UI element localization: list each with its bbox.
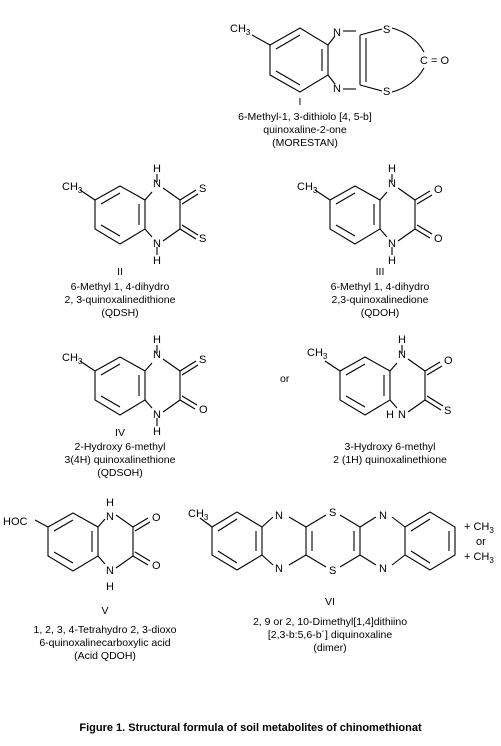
numeral-iii: III (375, 266, 385, 278)
atom-n-iii-bottom: N (388, 238, 396, 250)
atom-o-iii-top: O (434, 184, 443, 196)
caption-i: 6-Methyl-1, 3-dithiolo [4, 5-b] quinoxal… (225, 111, 385, 150)
atom-h-ii-bottom: H (153, 255, 161, 267)
numeral-vi: VI (325, 596, 335, 608)
atom-s-i-top: S (383, 24, 390, 36)
caption-line: 2, 3-quinoxalinedithione (64, 294, 176, 306)
caption-line: (dimer) (313, 642, 347, 654)
atom-o-v-top: O (152, 512, 161, 524)
atom-n-vi-2: N (275, 563, 283, 575)
caption-line: 6-Methyl-1, 3-dithiolo [4, 5-b] (238, 111, 372, 123)
caption-line: quinoxaline-2-one (263, 124, 347, 136)
caption-line: 2,3-quinoxalinedione (331, 294, 429, 306)
numeral-i: I (298, 96, 302, 108)
caption-line: 6-Methyl 1, 4-dihydro (330, 281, 430, 293)
atom-ch3-iv: CH3 (62, 352, 83, 366)
caption-line: [2,3-b:5,6-b´] diquinoxaline (267, 629, 393, 641)
atom-h-ivb-bottom: H (386, 409, 394, 421)
atom-o-ivb: O (444, 355, 453, 367)
structure-hydroxy-quinoxalinethione (324, 345, 444, 416)
atom-o-v-bottom: O (152, 560, 161, 572)
caption-iii: 6-Methyl 1, 4-dihydro 2,3-quinoxalinedio… (305, 281, 455, 320)
atom-n-ii-bottom: N (153, 238, 161, 250)
or-connector: or (280, 373, 290, 385)
atom-ch3-i: CH3 (230, 23, 251, 37)
atom-n-ivb-top: N (398, 349, 406, 361)
structure-qdoh (314, 174, 433, 255)
atom-n-v-top: N (106, 511, 114, 523)
caption-vi: 2, 9 or 2, 10-Dimethyl[1,4]dithiino [2,3… (240, 616, 420, 655)
atom-s-ii-top: S (199, 183, 206, 195)
caption-line: 1, 2, 3, 4-Tetrahydro 2, 3-dioxo (33, 624, 177, 636)
atom-h-iii-top: H (388, 163, 396, 175)
caption-iv: 2-Hydroxy 6-methyl 3(4H) quinoxalinethio… (45, 441, 195, 480)
atom-ch3-ivb: CH3 (307, 347, 328, 361)
dimer-plus-ch3-top: + CH3 (464, 521, 494, 535)
caption-line: 2 (1H) quinoxalinethione (333, 454, 447, 466)
caption-line: (Acid QDOH) (74, 650, 136, 662)
atom-hoc-v: HOC (3, 516, 28, 528)
atom-h-v-bottom: H (106, 581, 114, 593)
atom-s-ivb: S (444, 405, 451, 417)
atom-h-ivb-top: H (398, 334, 406, 346)
atom-o-iv: O (199, 404, 208, 416)
atom-n-ivb-bottom: N (398, 409, 406, 421)
atom-n-vi-4: N (379, 563, 387, 575)
atom-ch3-ii: CH3 (62, 181, 83, 195)
caption-line: (QDOH) (360, 307, 400, 319)
caption-ivb: 3-Hydroxy 6-methyl 2 (1H) quinoxalinethi… (315, 441, 465, 467)
atom-o-iii-bottom: O (434, 233, 443, 245)
caption-line: 3(4H) quinoxalinethione (64, 454, 176, 466)
structure-qdsh (79, 174, 199, 255)
atom-n-vi-3: N (379, 510, 387, 522)
atom-s-vi-bottom: S (329, 565, 336, 577)
structure-qdsoh (79, 345, 199, 426)
structure-acid-qdoh (34, 512, 151, 572)
caption-line: (QDSOH) (97, 467, 143, 479)
caption-line: 2-Hydroxy 6-methyl (74, 441, 166, 453)
atom-n-ii-top: N (153, 178, 161, 190)
caption-line: 6-quinoxalinecarboxylic acid (39, 637, 171, 649)
atom-s-i-bottom: S (383, 86, 390, 98)
atom-ch3-vi: CH3 (188, 508, 209, 522)
atom-n-vi-1: N (275, 510, 283, 522)
numeral-iv: IV (115, 427, 125, 439)
dimer-or: or (476, 536, 486, 548)
dimer-plus-ch3-bottom: + CH3 (464, 551, 494, 565)
figure-caption: Figure 1. Structural formula of soil met… (79, 722, 422, 734)
caption-line: (QDSH) (101, 307, 139, 319)
caption-line: 3-Hydroxy 6-methyl (344, 441, 436, 453)
caption-line: 2, 9 or 2, 10-Dimethyl[1,4]dithiino (252, 616, 408, 628)
caption-line: 6-Methyl 1, 4-dihydro (70, 281, 170, 293)
numeral-ii: II (117, 266, 123, 278)
atom-s-vi-top: S (329, 507, 336, 519)
atom-h-iii-bottom: H (388, 255, 396, 267)
atom-s-iv: S (199, 354, 206, 366)
atom-n-v-bottom: N (106, 565, 114, 577)
caption-line: (MORESTAN) (272, 137, 338, 149)
atom-ch3-iii: CH3 (297, 181, 318, 195)
atom-n-iv-top: N (153, 349, 161, 361)
atom-n-iv-bottom: N (153, 409, 161, 421)
atom-n-iii-top: N (388, 178, 396, 190)
structure-dimer (199, 511, 456, 571)
numeral-v: V (101, 605, 109, 617)
atom-co-i: C = O (420, 55, 449, 67)
atom-s-ii-bottom: S (199, 233, 206, 245)
atom-h-iv-top: H (153, 334, 161, 346)
atom-h-ii-top: H (153, 163, 161, 175)
caption-v: 1, 2, 3, 4-Tetrahydro 2, 3-dioxo 6-quino… (10, 624, 200, 663)
atom-h-v-top: H (106, 497, 114, 509)
atom-h-iv-bottom: H (153, 426, 161, 438)
structure-morestan (251, 27, 425, 93)
caption-ii: 6-Methyl 1, 4-dihydro 2, 3-quinoxalinedi… (45, 281, 195, 320)
atom-n-i-bottom: N (333, 83, 341, 95)
atom-n-i-top: N (333, 27, 341, 39)
